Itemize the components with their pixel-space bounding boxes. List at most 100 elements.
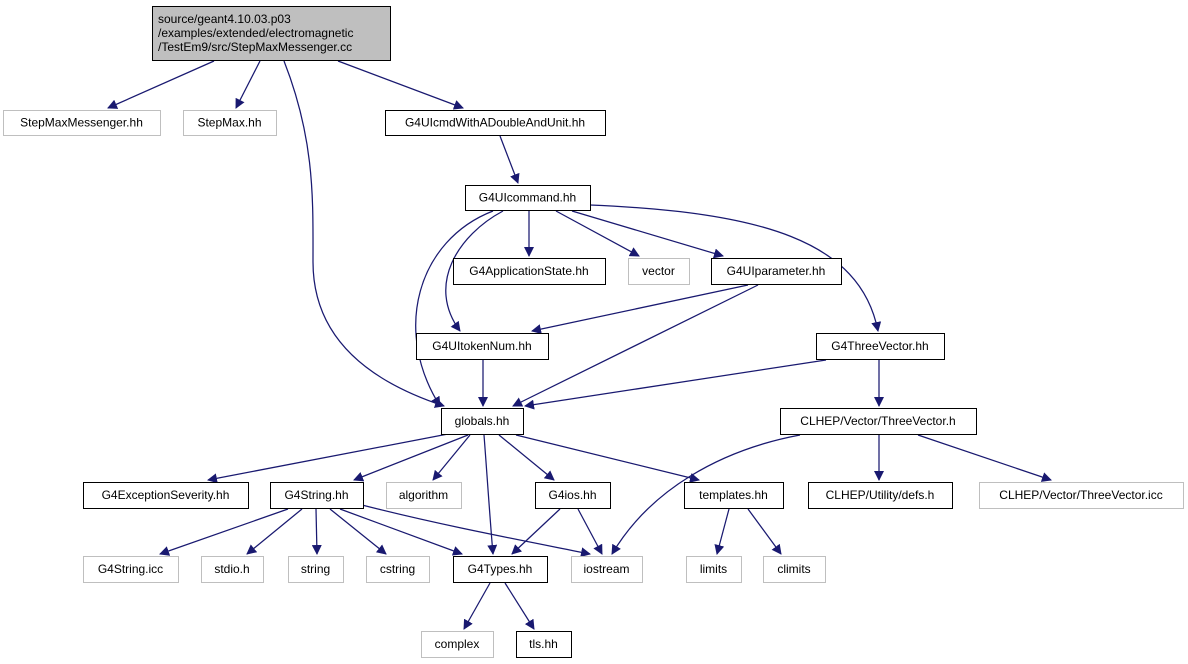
node-clhep_defs[interactable]: CLHEP/Utility/defs.h xyxy=(808,482,953,509)
edge-g4string-to-g4types xyxy=(339,508,463,556)
node-label-g4uitoken: G4UItokenNum.hh xyxy=(432,339,531,353)
node-g4uicmd[interactable]: G4UIcmdWithADoubleAndUnit.hh xyxy=(385,110,606,136)
node-label-g4exc: G4ExceptionSeverity.hh xyxy=(102,488,230,502)
node-clhep_icc: CLHEP/Vector/ThreeVector.icc xyxy=(979,482,1184,509)
node-label-smm_hh: StepMaxMessenger.hh xyxy=(20,116,143,130)
node-box-g4types xyxy=(453,556,548,583)
node-g4uiparam[interactable]: G4UIparameter.hh xyxy=(711,258,842,285)
edge-globals-to-g4ios xyxy=(498,434,555,481)
edge-clhep_tv-to-clhep_icc xyxy=(917,434,1052,482)
node-stepmax_hh: StepMax.hh xyxy=(183,110,277,136)
node-label-cstring: cstring xyxy=(380,562,415,576)
node-label-stdio: stdio.h xyxy=(214,562,249,576)
node-box-g4appstate xyxy=(453,258,606,285)
edge-g4uicommand-to-g4uiparam xyxy=(571,210,724,259)
node-limits: limits xyxy=(686,556,742,583)
node-algorithm: algorithm xyxy=(386,482,462,509)
node-root[interactable]: source/geant4.10.03.p03/examples/extende… xyxy=(152,6,391,61)
node-iostream: iostream xyxy=(571,556,643,583)
node-label-vector: vector xyxy=(642,264,675,278)
edge-g4types-to-tls xyxy=(504,582,535,630)
node-box-limits xyxy=(686,556,742,583)
node-box-stdio xyxy=(201,556,264,583)
node-label-algorithm: algorithm xyxy=(399,488,448,502)
node-label-templates: templates.hh xyxy=(699,488,768,502)
node-box-g4exc xyxy=(83,482,249,509)
node-box-cstring xyxy=(366,556,430,583)
node-g4ios[interactable]: G4ios.hh xyxy=(535,482,611,509)
node-box-g4uicommand xyxy=(465,185,591,211)
edge-g4string-to-iostream xyxy=(361,504,591,558)
node-label-root-line-0: source/geant4.10.03.p03 xyxy=(158,12,291,26)
edge-g4uicmd-to-g4uicommand xyxy=(499,135,520,184)
edge-g4uiparam-to-g4uitoken xyxy=(531,284,749,335)
node-box-vector xyxy=(628,258,690,285)
node-label-limits: limits xyxy=(700,562,727,576)
node-label-root-line-2: /TestEm9/src/StepMaxMessenger.cc xyxy=(158,40,352,54)
edge-g4three-to-globals xyxy=(524,359,827,410)
node-g4exc[interactable]: G4ExceptionSeverity.hh xyxy=(83,482,249,509)
edge-g4uicommand-to-vector xyxy=(555,210,640,257)
edge-globals-to-g4string xyxy=(353,434,469,482)
node-vector: vector xyxy=(628,258,690,285)
node-g4uitoken[interactable]: G4UItokenNum.hh xyxy=(416,333,549,360)
node-box-smm_hh xyxy=(3,110,161,136)
node-cstring: cstring xyxy=(366,556,430,583)
node-label-clhep_tv: CLHEP/Vector/ThreeVector.h xyxy=(800,414,955,428)
edge-clhep_tv-to-iostream xyxy=(611,434,801,555)
node-box-g4uiparam xyxy=(711,258,842,285)
edge-g4uicommand-to-globals xyxy=(415,210,494,407)
node-box-clhep_defs xyxy=(808,482,953,509)
edge-g4ios-to-iostream xyxy=(577,508,603,555)
edge-root-to-smm_hh xyxy=(107,60,215,109)
node-label-globals: globals.hh xyxy=(455,414,510,428)
node-label-clhep_defs: CLHEP/Utility/defs.h xyxy=(826,488,935,502)
node-g4string[interactable]: G4String.hh xyxy=(270,482,364,509)
node-globals[interactable]: globals.hh xyxy=(441,408,524,435)
node-label-g4uicmd: G4UIcmdWithADoubleAndUnit.hh xyxy=(405,116,585,130)
edge-g4ios-to-g4types xyxy=(511,508,561,555)
edge-g4uicommand-to-g4uitoken xyxy=(445,210,504,332)
node-g4uicommand[interactable]: G4UIcommand.hh xyxy=(465,185,591,211)
edge-globals-to-algorithm xyxy=(432,434,471,481)
node-climits: climits xyxy=(763,556,826,583)
node-g4appstate[interactable]: G4ApplicationState.hh xyxy=(453,258,606,285)
edge-templates-to-limits xyxy=(714,508,730,555)
node-box-globals xyxy=(441,408,524,435)
node-g4types[interactable]: G4Types.hh xyxy=(453,556,548,583)
node-clhep_tv[interactable]: CLHEP/Vector/ThreeVector.h xyxy=(780,408,977,435)
node-box-clhep_icc xyxy=(979,482,1184,509)
node-label-g4three: G4ThreeVector.hh xyxy=(831,339,928,353)
node-label-g4types: G4Types.hh xyxy=(468,562,533,576)
node-tls[interactable]: tls.hh xyxy=(516,631,572,658)
node-box-clhep_tv xyxy=(780,408,977,435)
node-label-root-line-1: /examples/extended/electromagnetic xyxy=(158,26,353,40)
edge-templates-to-climits xyxy=(747,508,782,555)
node-box-g4string xyxy=(270,482,364,509)
node-label-clhep_icc: CLHEP/Vector/ThreeVector.icc xyxy=(999,488,1162,502)
node-label-iostream: iostream xyxy=(583,562,629,576)
node-box-stepmax_hh xyxy=(183,110,277,136)
edge-g4string-to-g4string_icc xyxy=(159,508,289,556)
node-g4three[interactable]: G4ThreeVector.hh xyxy=(816,333,945,360)
edge-g4uicommand-to-g4three xyxy=(589,204,882,332)
edge-globals-to-g4types xyxy=(483,434,498,555)
edge-g4string-to-string xyxy=(311,508,322,555)
node-box-root xyxy=(152,6,391,61)
node-templates[interactable]: templates.hh xyxy=(684,482,784,509)
node-stdio: stdio.h xyxy=(201,556,264,583)
node-box-climits xyxy=(763,556,826,583)
node-label-string: string xyxy=(301,562,330,576)
node-label-complex: complex xyxy=(435,637,480,651)
node-complex: complex xyxy=(421,631,494,658)
node-box-complex xyxy=(421,631,494,658)
node-label-g4string_icc: G4String.icc xyxy=(98,562,163,576)
node-label-g4string: G4String.hh xyxy=(284,488,348,502)
node-box-string xyxy=(288,556,344,583)
node-box-iostream xyxy=(571,556,643,583)
edge-g4string-to-cstring xyxy=(329,508,387,555)
node-box-algorithm xyxy=(386,482,462,509)
node-label-stepmax_hh: StepMax.hh xyxy=(197,116,261,130)
node-smm_hh: StepMaxMessenger.hh xyxy=(3,110,161,136)
